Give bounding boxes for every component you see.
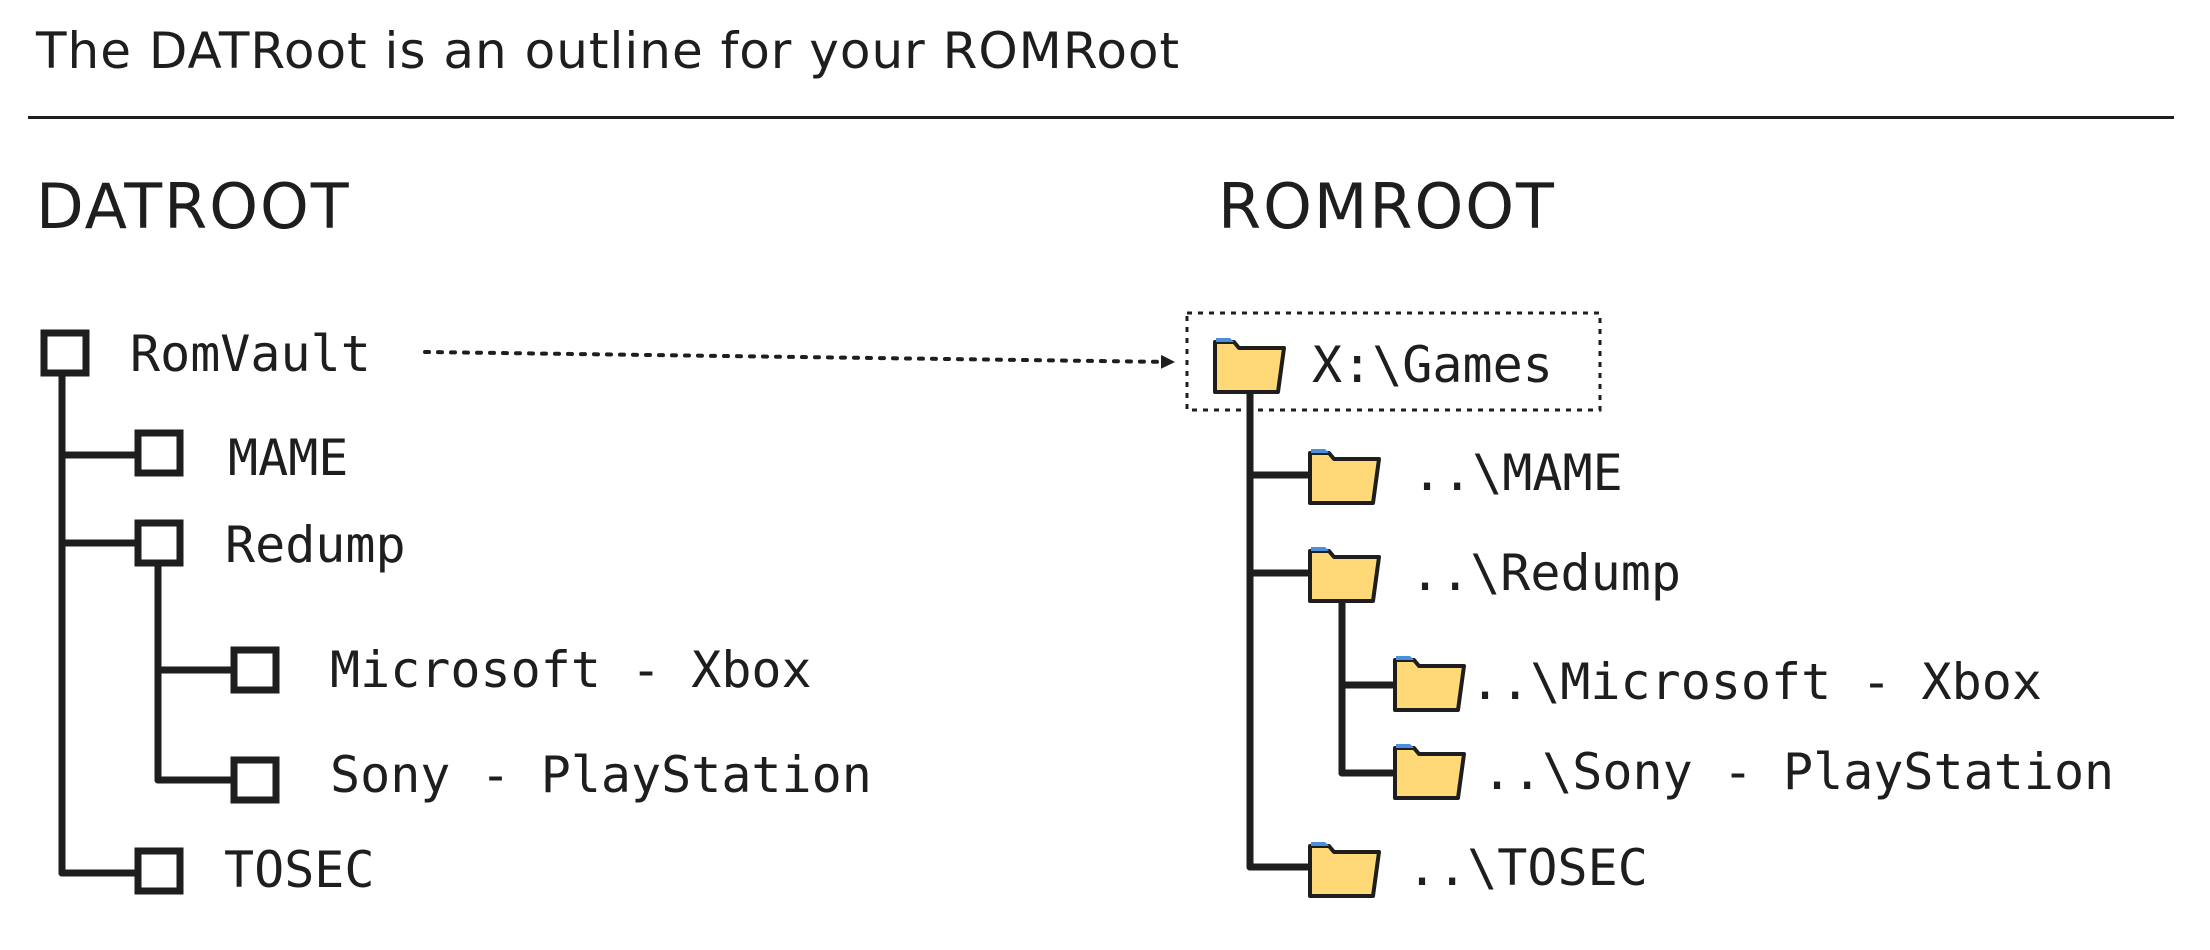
folder-icon <box>1308 842 1381 898</box>
square-node-icon <box>230 756 280 804</box>
romroot-node-tosec: ..\TOSEC <box>1407 839 1648 897</box>
folder-icon <box>1308 547 1381 603</box>
folder-icon <box>1393 744 1466 800</box>
datroot-node-redump: Redump <box>225 516 406 574</box>
datroot-node-romvault: RomVault <box>130 325 371 383</box>
romroot-node-redump: ..\Redump <box>1410 544 1681 602</box>
romroot-connectors <box>1246 389 1396 871</box>
datroot-heading: DATROOT <box>36 170 351 243</box>
romroot-heading: ROMROOT <box>1218 170 1556 243</box>
datroot-node-xbox: Microsoft - Xbox <box>330 641 812 699</box>
diagram-title: The DATRoot is an outline for your ROMRo… <box>36 22 1181 80</box>
datroot-node-playstation: Sony - PlayStation <box>330 746 872 804</box>
romroot-node-playstation: ..\Sony - PlayStation <box>1482 743 2115 801</box>
title-divider <box>28 116 2174 119</box>
datroot-node-mame: MAME <box>228 429 349 487</box>
mapping-arrow <box>423 350 1175 369</box>
root-selection-box <box>1185 311 1602 412</box>
folder-icon <box>1213 338 1286 394</box>
square-node-icon <box>134 847 184 895</box>
romroot-node-xbox: ..\Microsoft - Xbox <box>1470 653 2042 711</box>
square-node-icon <box>230 646 280 694</box>
romroot-node-mame: ..\MAME <box>1412 444 1623 502</box>
datroot-connectors <box>58 366 238 877</box>
folder-icon <box>1308 449 1381 505</box>
square-node-icon <box>40 329 90 377</box>
folder-icon <box>1393 656 1466 712</box>
datroot-node-tosec: TOSEC <box>224 841 375 899</box>
square-node-icon <box>134 429 184 477</box>
square-node-icon <box>134 519 184 567</box>
romroot-node-games: X:\Games <box>1312 336 1553 394</box>
